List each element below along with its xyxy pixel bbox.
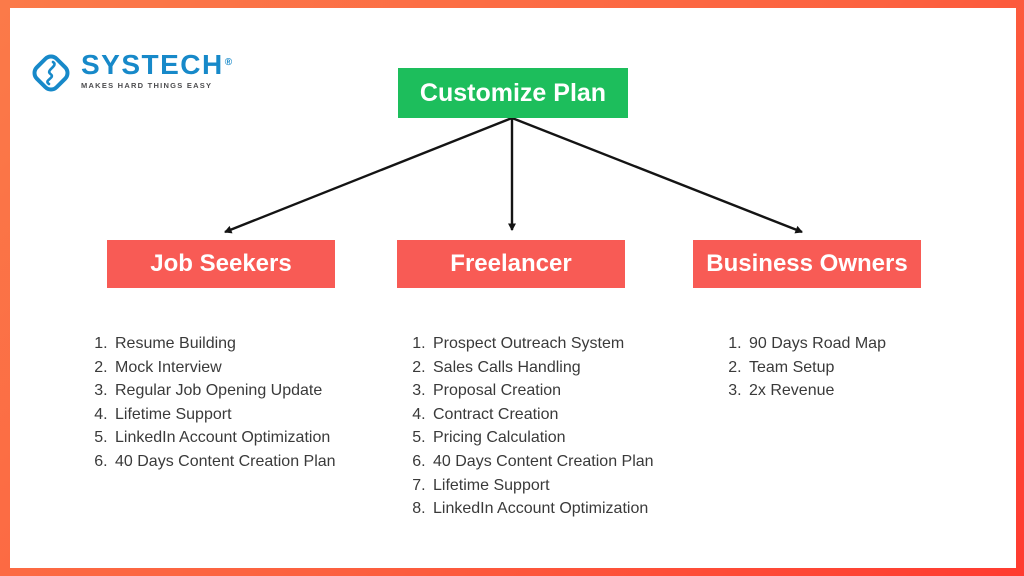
list-item: Proposal Creation [430, 379, 740, 403]
node-freelancer: Freelancer [397, 240, 625, 288]
list-item: 2x Revenue [746, 379, 976, 403]
list-item: LinkedIn Account Optimization [430, 497, 740, 521]
list-item: Prospect Outreach System [430, 332, 740, 356]
logo-brand-text: SYSTECH [81, 49, 224, 80]
node-business-owners: Business Owners [693, 240, 921, 288]
list-item: 90 Days Road Map [746, 332, 976, 356]
list-item: 40 Days Content Creation Plan [430, 450, 740, 474]
logo-text-block: SYSTECH® MAKES HARD THINGS EASY [81, 50, 233, 91]
list-item: Lifetime Support [430, 474, 740, 498]
logo-brand-line: SYSTECH® [81, 50, 233, 80]
list-item: Pricing Calculation [430, 426, 740, 450]
list-item: 40 Days Content Creation Plan [112, 450, 412, 474]
list-item: Resume Building [112, 332, 412, 356]
freelancer-feature-list: Prospect Outreach SystemSales Calls Hand… [402, 332, 740, 521]
business-owners-feature-list: 90 Days Road MapTeam Setup2x Revenue [718, 332, 976, 403]
node-customize-plan: Customize Plan [398, 68, 628, 118]
list-item: Regular Job Opening Update [112, 379, 412, 403]
node-job-seekers: Job Seekers [107, 240, 335, 288]
systech-logo: SYSTECH® MAKES HARD THINGS EASY [28, 50, 233, 96]
systech-diamond-s-icon [32, 54, 70, 92]
list-item: LinkedIn Account Optimization [112, 426, 412, 450]
list-item: Mock Interview [112, 356, 412, 380]
list-item: Team Setup [746, 356, 976, 380]
logo-tagline: MAKES HARD THINGS EASY [81, 81, 213, 90]
list-item: Contract Creation [430, 403, 740, 427]
job-seekers-feature-list: Resume BuildingMock InterviewRegular Job… [84, 332, 412, 474]
registered-trademark-icon: ® [224, 57, 234, 68]
list-item: Lifetime Support [112, 403, 412, 427]
list-item: Sales Calls Handling [430, 356, 740, 380]
